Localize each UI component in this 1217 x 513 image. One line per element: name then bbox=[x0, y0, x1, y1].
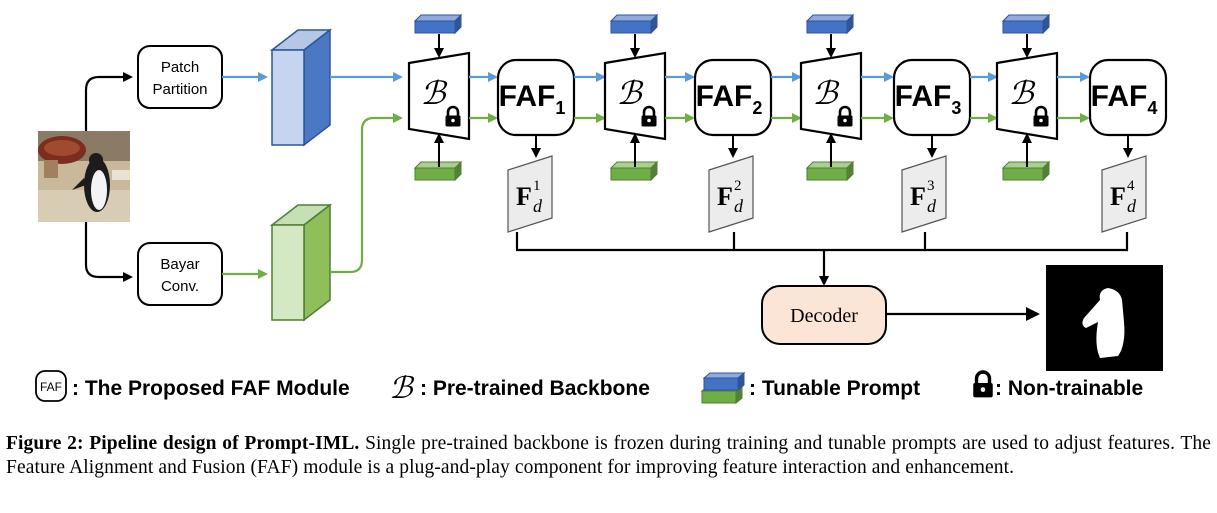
decoder-label: Decoder bbox=[790, 305, 858, 327]
feature-map-4-sup: 4 bbox=[1127, 178, 1135, 194]
rgb-feature-block bbox=[269, 28, 333, 147]
feature-map-1-base: F bbox=[516, 182, 532, 211]
feature-map-4 bbox=[1101, 155, 1147, 233]
feature-map-2-base: F bbox=[717, 182, 733, 211]
backbone-3-symbol: ℬ bbox=[812, 75, 840, 111]
faf-module-1-label: FAF1 bbox=[499, 80, 566, 118]
feature-map-2 bbox=[708, 155, 754, 233]
figure-caption: Figure 2: Pipeline design of Prompt-IML.… bbox=[6, 432, 1211, 480]
patch-partition-box: Patch Partition bbox=[137, 45, 223, 109]
bayar-conv-line2: Conv. bbox=[161, 278, 199, 295]
faf-module-3-label: FAF3 bbox=[895, 80, 962, 118]
green-line-into-backbone-1 bbox=[330, 113, 403, 274]
blue-prompt-4 bbox=[1001, 13, 1051, 35]
green-prompt-4 bbox=[1001, 160, 1051, 182]
backbone-symbol-icon: ℬ bbox=[389, 372, 415, 405]
feature-map-2-sub: d bbox=[734, 196, 744, 216]
green-prompt-3 bbox=[805, 160, 855, 182]
feature-map-3-sub: d bbox=[927, 196, 937, 216]
feature-map-4-sub: d bbox=[1127, 196, 1137, 216]
backbone-1-symbol: ℬ bbox=[420, 75, 448, 111]
penguin-mask-output bbox=[1046, 265, 1163, 371]
legend-faf-text: : The Proposed FAF Module bbox=[72, 377, 350, 400]
noise-feature-block bbox=[269, 203, 333, 322]
blue-prompt-2 bbox=[609, 13, 659, 35]
feature-map-3-base: F bbox=[910, 182, 926, 211]
feature-map-1 bbox=[507, 155, 553, 233]
legend-backbone-text: : Pre-trained Backbone bbox=[420, 377, 650, 400]
legend: FAF : The Proposed FAF Module ℬ : Pre-tr… bbox=[35, 370, 1143, 405]
faf-module-4-label: FAF4 bbox=[1091, 80, 1158, 118]
feature-map-2-sup: 2 bbox=[734, 178, 742, 194]
feature-map-1-sub: d bbox=[533, 196, 543, 216]
legend-prompt-icon bbox=[700, 371, 746, 405]
svg-text:FAF: FAF bbox=[40, 380, 62, 394]
patch-partition-line2: Partition bbox=[152, 81, 207, 98]
caption-label: Figure 2: Pipeline design of Prompt-IML. bbox=[6, 433, 360, 454]
backbone-4-symbol: ℬ bbox=[1008, 75, 1036, 111]
feature-map-3 bbox=[901, 155, 947, 233]
decoder-box: Decoder bbox=[761, 285, 887, 345]
bayar-conv-box: Bayar Conv. bbox=[137, 242, 223, 306]
bayar-conv-line1: Bayar bbox=[160, 256, 199, 273]
patch-partition-line1: Patch bbox=[161, 59, 199, 76]
feature-aggregation-lines bbox=[515, 232, 1129, 286]
legend-prompt-text: : Tunable Prompt bbox=[749, 377, 920, 400]
blue-prompt-1 bbox=[413, 13, 463, 35]
lock-icon bbox=[971, 370, 995, 400]
input-split-arrows bbox=[84, 72, 133, 282]
caption-text: Single pre-trained backbone is frozen du… bbox=[6, 433, 1211, 478]
legend-lock-text: : Non-trainable bbox=[995, 377, 1143, 400]
penguin-input-image bbox=[38, 131, 130, 222]
feature-map-1-sup: 1 bbox=[533, 178, 541, 194]
legend-faf-icon: FAF bbox=[35, 370, 67, 402]
feature-map-3-sup: 3 bbox=[927, 178, 935, 194]
feature-map-4-base: F bbox=[1110, 182, 1126, 211]
blue-prompt-3 bbox=[805, 13, 855, 35]
faf-module-2-label: FAF2 bbox=[696, 80, 763, 118]
backbone-2-symbol: ℬ bbox=[616, 75, 644, 111]
